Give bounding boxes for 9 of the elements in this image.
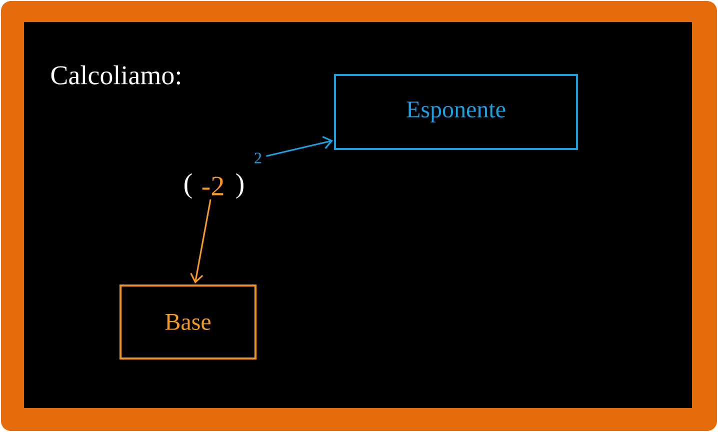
title: Calcoliamo: [51,65,180,85]
parenthesis: ( [184,173,192,199]
exponent-number: 2 [254,152,262,164]
base-number: -2 [202,176,224,196]
arrow [190,199,212,284]
arrow [266,136,334,157]
parenthesis: ) [236,173,244,199]
label-box: Esponente [334,74,578,150]
label-box: Base [120,284,256,360]
